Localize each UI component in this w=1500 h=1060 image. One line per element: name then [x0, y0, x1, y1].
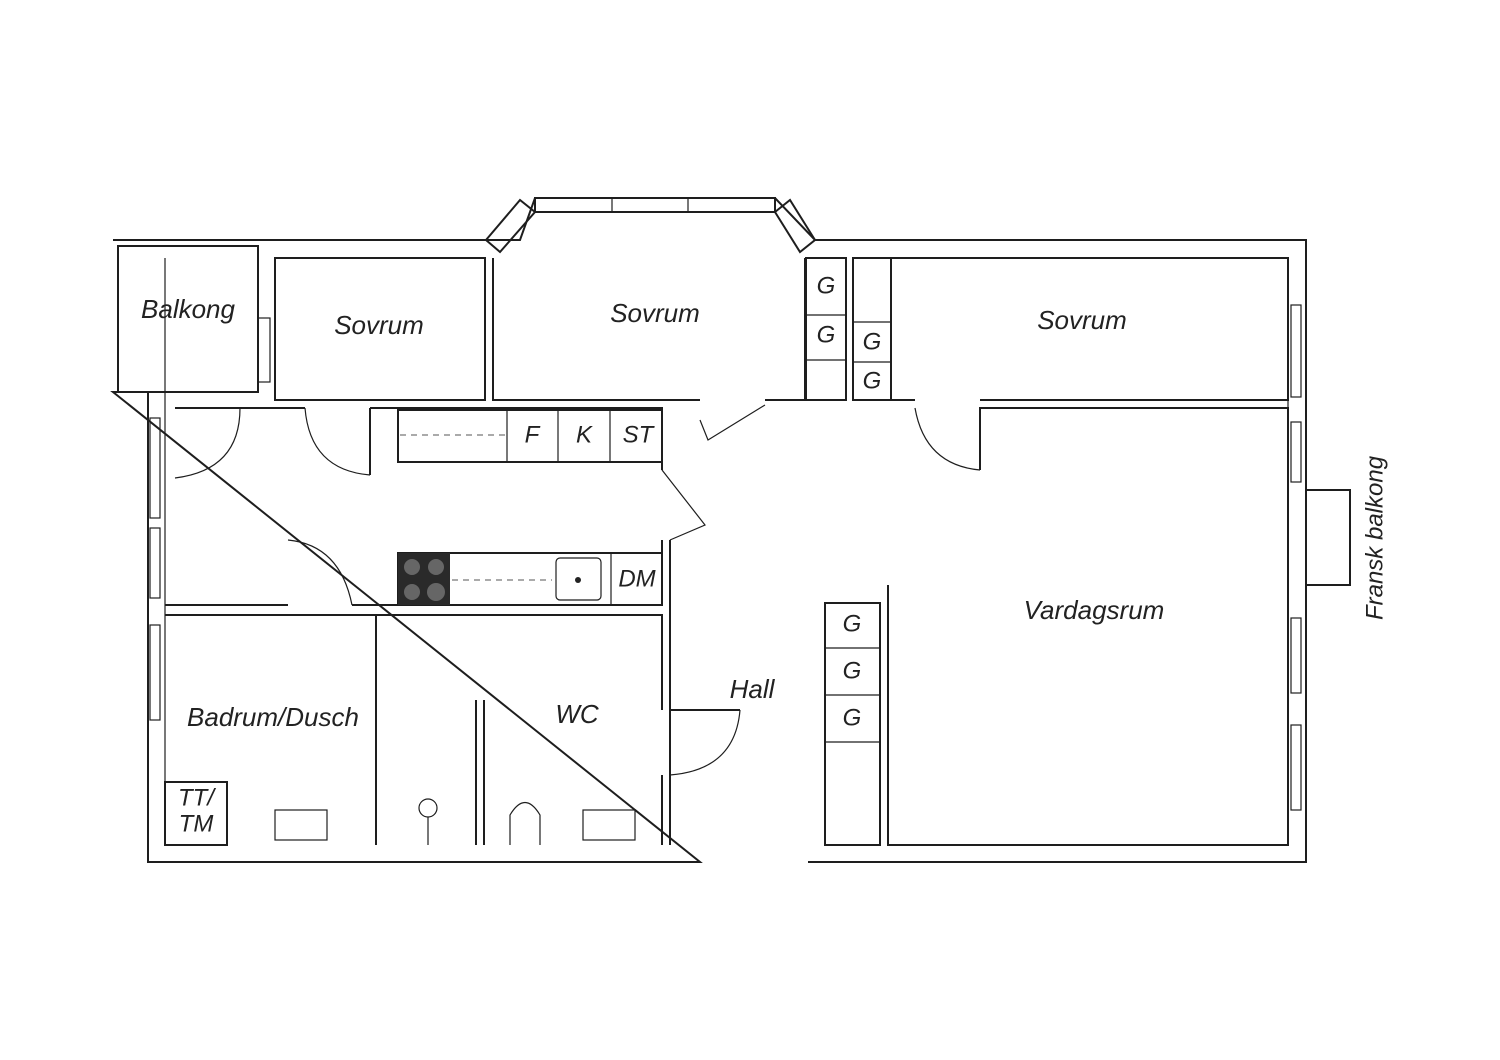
label-closet: G: [817, 272, 836, 299]
label-wc: WC: [555, 699, 599, 729]
door-swing-4: [661, 469, 706, 541]
label-freezer: K: [576, 421, 593, 448]
door-swing-7: [669, 709, 741, 776]
vardagsrum-outline: [887, 407, 1289, 846]
sovrum-3-outline: [892, 257, 1289, 401]
basin-1: [274, 809, 328, 841]
label-closet: G: [843, 704, 862, 731]
label-badrum: Badrum/Dusch: [187, 702, 359, 732]
window: [1290, 421, 1302, 483]
label-closet: G: [843, 610, 862, 637]
window: [257, 317, 271, 383]
label-hall: Hall: [730, 674, 776, 704]
basin-2: [582, 809, 636, 841]
label-fridge: F: [525, 421, 541, 448]
label-sovrum-3: Sovrum: [1037, 305, 1127, 335]
label-sovrum-2: Sovrum: [610, 298, 700, 328]
door-swing-3: [287, 539, 353, 606]
bathroom-wall: [165, 614, 663, 845]
label-vardagsrum: Vardagsrum: [1024, 595, 1165, 625]
bay-window: [534, 197, 776, 213]
washer-box: [164, 781, 228, 846]
french-balcony: [1306, 489, 1351, 586]
window: [1290, 724, 1302, 811]
label-washer-2: TM: [179, 810, 214, 837]
door-swing-6: [914, 407, 981, 471]
sovrum-1-outline: [274, 257, 486, 401]
door-swing-2: [304, 407, 371, 476]
closet-column-2: [852, 257, 892, 401]
sovrum-2-outline: [492, 258, 806, 401]
window: [1290, 304, 1302, 398]
bay-window-right: [773, 198, 817, 254]
bay-window-left: [484, 198, 537, 254]
door-swing-1: [174, 407, 241, 479]
shower-head: [418, 798, 438, 818]
exterior-wall: [110, 197, 1307, 863]
closet-column-1: [805, 257, 847, 401]
label-dishwasher: DM: [618, 565, 655, 592]
label-washer-1: TT/: [178, 784, 216, 811]
closet-column-3: [824, 602, 881, 846]
label-closet: G: [817, 321, 836, 348]
window: [149, 527, 161, 599]
window: [149, 417, 161, 519]
hall-wall: [669, 540, 740, 845]
label-closet: G: [863, 328, 882, 355]
toilet: [509, 801, 541, 845]
label-sovrum-1: Sovrum: [334, 310, 424, 340]
kitchen-counter-top: [397, 409, 663, 463]
door-swing-5: [699, 404, 766, 441]
label-storage: ST: [623, 421, 656, 448]
label-balkong: Balkong: [141, 294, 235, 324]
window: [149, 624, 161, 721]
label-closet: G: [863, 367, 882, 394]
label-closet: G: [843, 657, 862, 684]
interior-outline: [164, 258, 1289, 845]
wc-wall: [475, 700, 485, 845]
label-fransk-balkong: Fransk balkong: [1361, 455, 1388, 620]
window: [1290, 617, 1302, 694]
kitchen-sink: [555, 557, 602, 601]
